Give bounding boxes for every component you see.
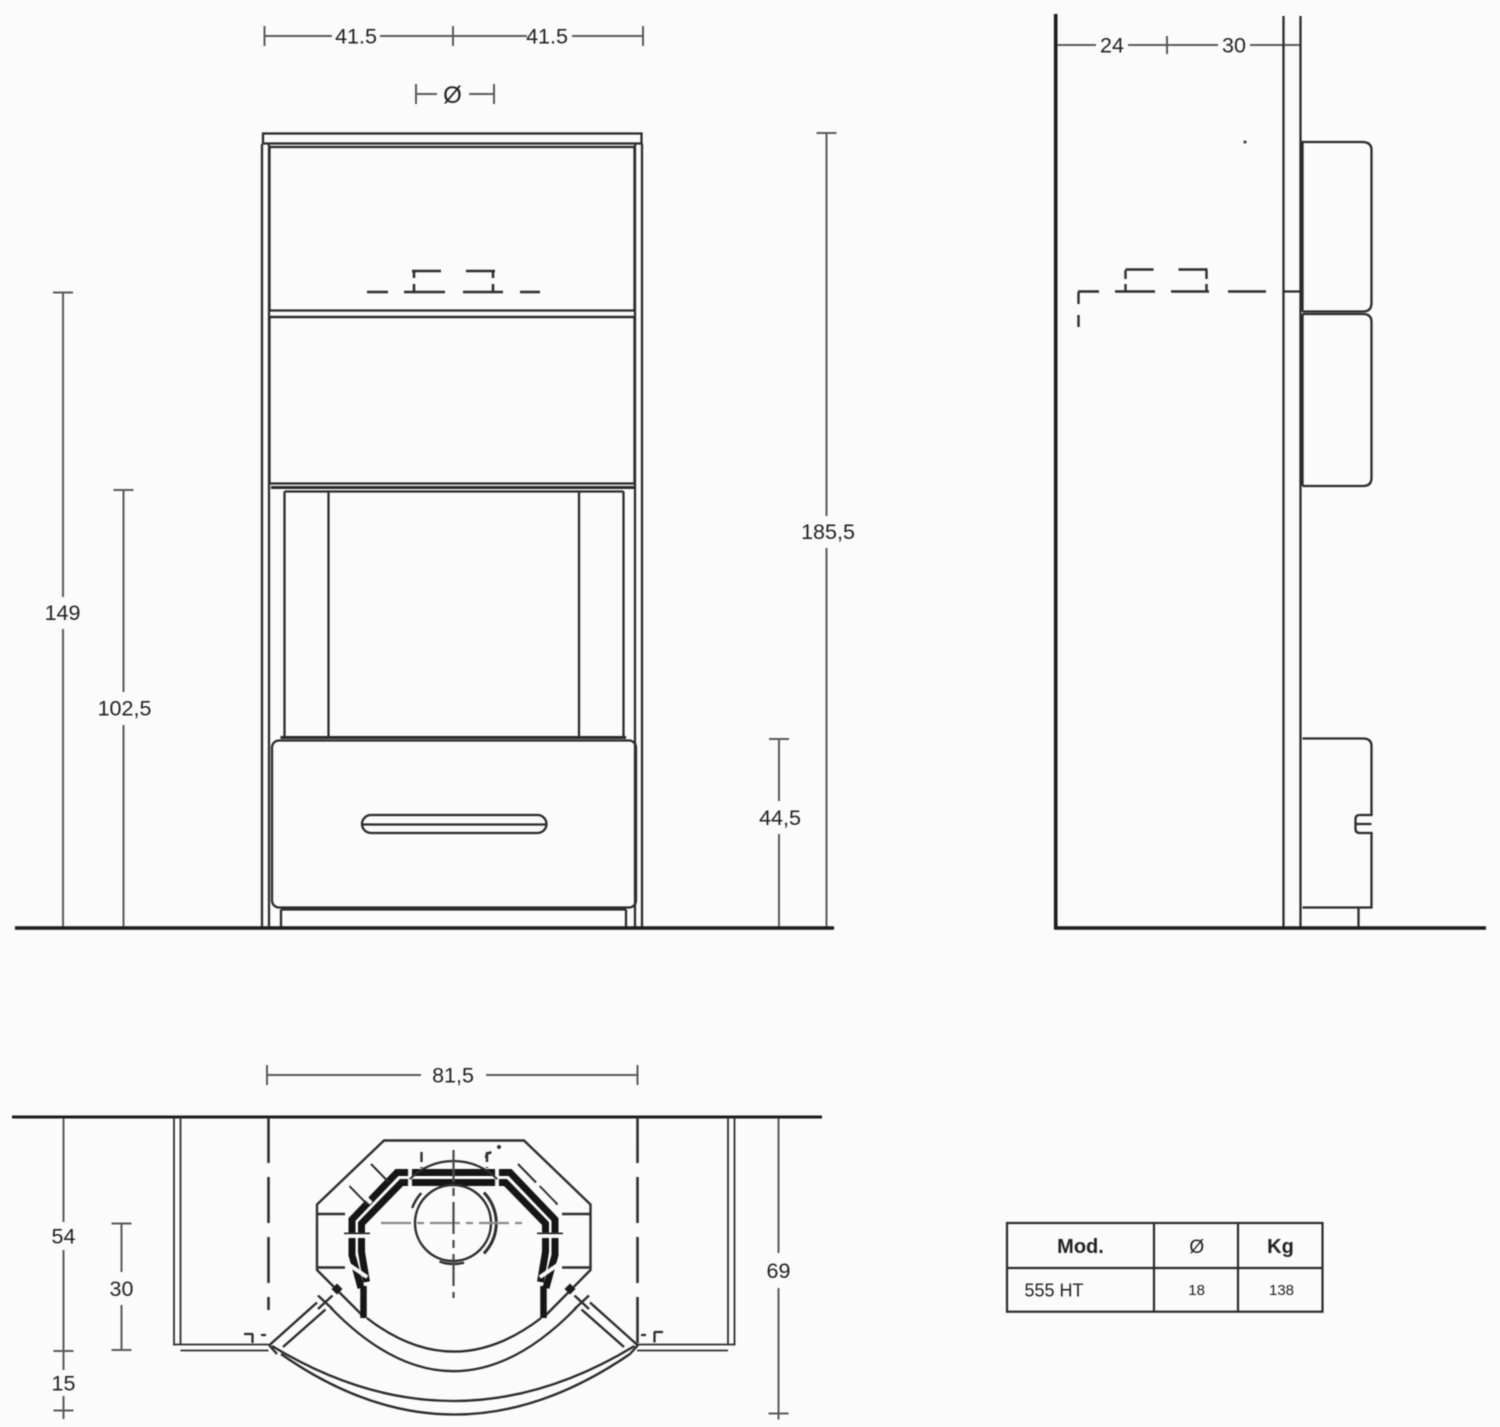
- svg-text:Mod.: Mod.: [1057, 1236, 1104, 1258]
- svg-text:Ø: Ø: [443, 82, 462, 109]
- svg-text:44,5: 44,5: [759, 806, 801, 830]
- svg-text:Ø: Ø: [1189, 1237, 1204, 1258]
- svg-text:69: 69: [767, 1259, 791, 1283]
- svg-text:18: 18: [1188, 1282, 1205, 1299]
- svg-text:Kg: Kg: [1267, 1236, 1294, 1258]
- svg-text:24: 24: [1100, 34, 1124, 58]
- svg-text:138: 138: [1269, 1282, 1294, 1299]
- svg-text:81,5: 81,5: [432, 1064, 474, 1088]
- svg-text:41.5: 41.5: [526, 25, 568, 49]
- svg-text:149: 149: [45, 601, 81, 625]
- svg-text:30: 30: [110, 1277, 134, 1301]
- svg-text:41.5: 41.5: [335, 25, 377, 49]
- svg-text:30: 30: [1222, 34, 1246, 58]
- svg-text:15: 15: [52, 1372, 76, 1396]
- svg-text:185,5: 185,5: [801, 520, 855, 544]
- svg-text:102,5: 102,5: [98, 697, 152, 721]
- svg-text:555 HT: 555 HT: [1024, 1281, 1083, 1301]
- svg-text:54: 54: [52, 1225, 76, 1249]
